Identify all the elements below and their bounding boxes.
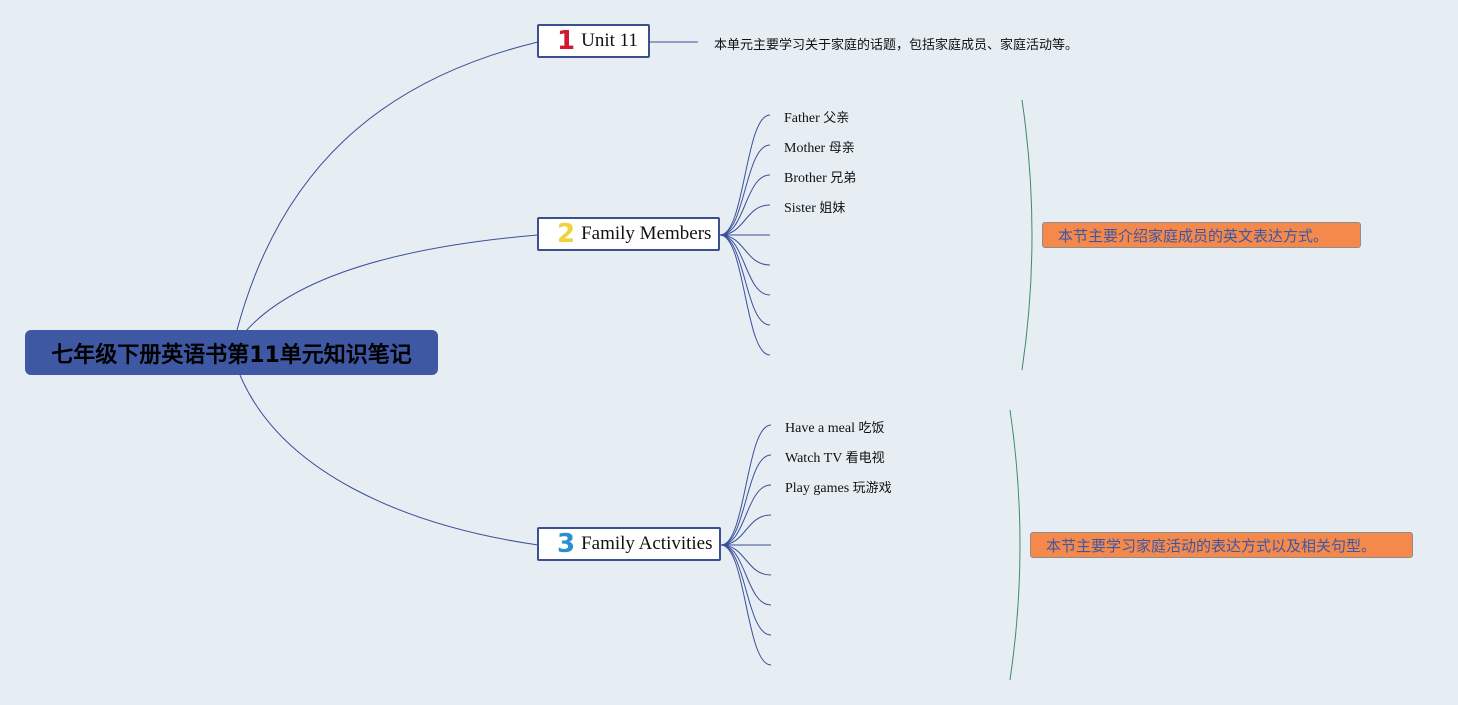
topic-unit-11[interactable]: 1 Unit 11 bbox=[537, 24, 650, 58]
leaf-english: Mother bbox=[784, 141, 826, 156]
topic-family-activities[interactable]: 3 Family Activities bbox=[537, 527, 721, 561]
branch-line bbox=[720, 544, 772, 666]
branch-line bbox=[720, 424, 772, 546]
leaf-chinese: 吃饭 bbox=[858, 421, 885, 436]
number-3-icon: 3 bbox=[557, 529, 576, 559]
branch-line bbox=[719, 204, 771, 236]
leaf-chinese: 姐妹 bbox=[819, 201, 846, 216]
link-root-topic-1 bbox=[236, 41, 539, 331]
number-1-icon: 1 bbox=[557, 26, 576, 56]
leaf-play-games[interactable]: Play games 玩游戏 bbox=[785, 477, 892, 497]
leaf-have-a-meal[interactable]: Have a meal 吃饭 bbox=[785, 417, 884, 437]
branch-line bbox=[719, 234, 771, 326]
branch-line bbox=[719, 114, 771, 236]
leaf-english: Watch TV bbox=[785, 451, 843, 466]
branch-line bbox=[719, 144, 771, 236]
topic-2-branch-fan bbox=[719, 114, 771, 356]
note-text: 本节主要学习家庭活动的表达方式以及相关句型。 bbox=[1046, 536, 1377, 555]
leaf-chinese: 母亲 bbox=[828, 141, 855, 156]
leaf-chinese: 看电视 bbox=[845, 451, 885, 466]
summary-note-topic-2[interactable]: 本节主要介绍家庭成员的英文表达方式。 bbox=[1042, 222, 1361, 248]
leaf-mother[interactable]: Mother 母亲 bbox=[784, 137, 855, 157]
topic-3-branch-fan bbox=[720, 424, 772, 666]
summary-bracket-topic-2 bbox=[1021, 99, 1033, 371]
link-root-topic-3 bbox=[239, 374, 539, 546]
link-root-topic-2 bbox=[244, 234, 539, 333]
topic-label: Unit 11 bbox=[581, 30, 638, 51]
leaf-english: Have a meal bbox=[785, 421, 855, 436]
leaf-brother[interactable]: Brother 兄弟 bbox=[784, 167, 856, 187]
number-2-icon: 2 bbox=[557, 219, 576, 249]
summary-note-topic-3[interactable]: 本节主要学习家庭活动的表达方式以及相关句型。 bbox=[1030, 532, 1413, 558]
branch-line bbox=[720, 454, 772, 546]
branch-line bbox=[720, 544, 772, 576]
leaf-english: Play games bbox=[785, 481, 850, 496]
leaf-watch-tv[interactable]: Watch TV 看电视 bbox=[785, 447, 885, 467]
branch-line bbox=[720, 514, 772, 546]
summary-bracket-topic-3 bbox=[1009, 409, 1021, 681]
topic-1-description[interactable]: 本单元主要学习关于家庭的话题，包括家庭成员、家庭活动等。 bbox=[714, 38, 1079, 53]
branch-line bbox=[719, 234, 771, 296]
branch-line bbox=[720, 544, 772, 636]
root-topic[interactable]: 七年级下册英语书第11单元知识笔记 bbox=[25, 330, 438, 375]
branch-line bbox=[719, 174, 771, 236]
leaf-father[interactable]: Father 父亲 bbox=[784, 107, 849, 127]
leaf-english: Sister bbox=[784, 201, 816, 216]
topic-label: Family Activities bbox=[581, 533, 713, 554]
topic-label: Family Members bbox=[581, 223, 712, 244]
branch-line bbox=[720, 544, 772, 606]
note-text: 本节主要介绍家庭成员的英文表达方式。 bbox=[1058, 226, 1329, 245]
leaf-english: Father bbox=[784, 111, 820, 126]
topic-family-members[interactable]: 2 Family Members bbox=[537, 217, 720, 251]
leaf-chinese: 父亲 bbox=[823, 111, 850, 126]
leaf-chinese: 兄弟 bbox=[830, 171, 857, 186]
root-title: 七年级下册英语书第11单元知识笔记 bbox=[51, 342, 412, 368]
branch-line bbox=[720, 484, 772, 546]
branch-line bbox=[719, 234, 771, 266]
leaf-chinese: 玩游戏 bbox=[852, 481, 892, 496]
leaf-sister[interactable]: Sister 姐妹 bbox=[784, 197, 845, 217]
branch-line bbox=[719, 234, 771, 356]
leaf-english: Brother bbox=[784, 171, 827, 186]
